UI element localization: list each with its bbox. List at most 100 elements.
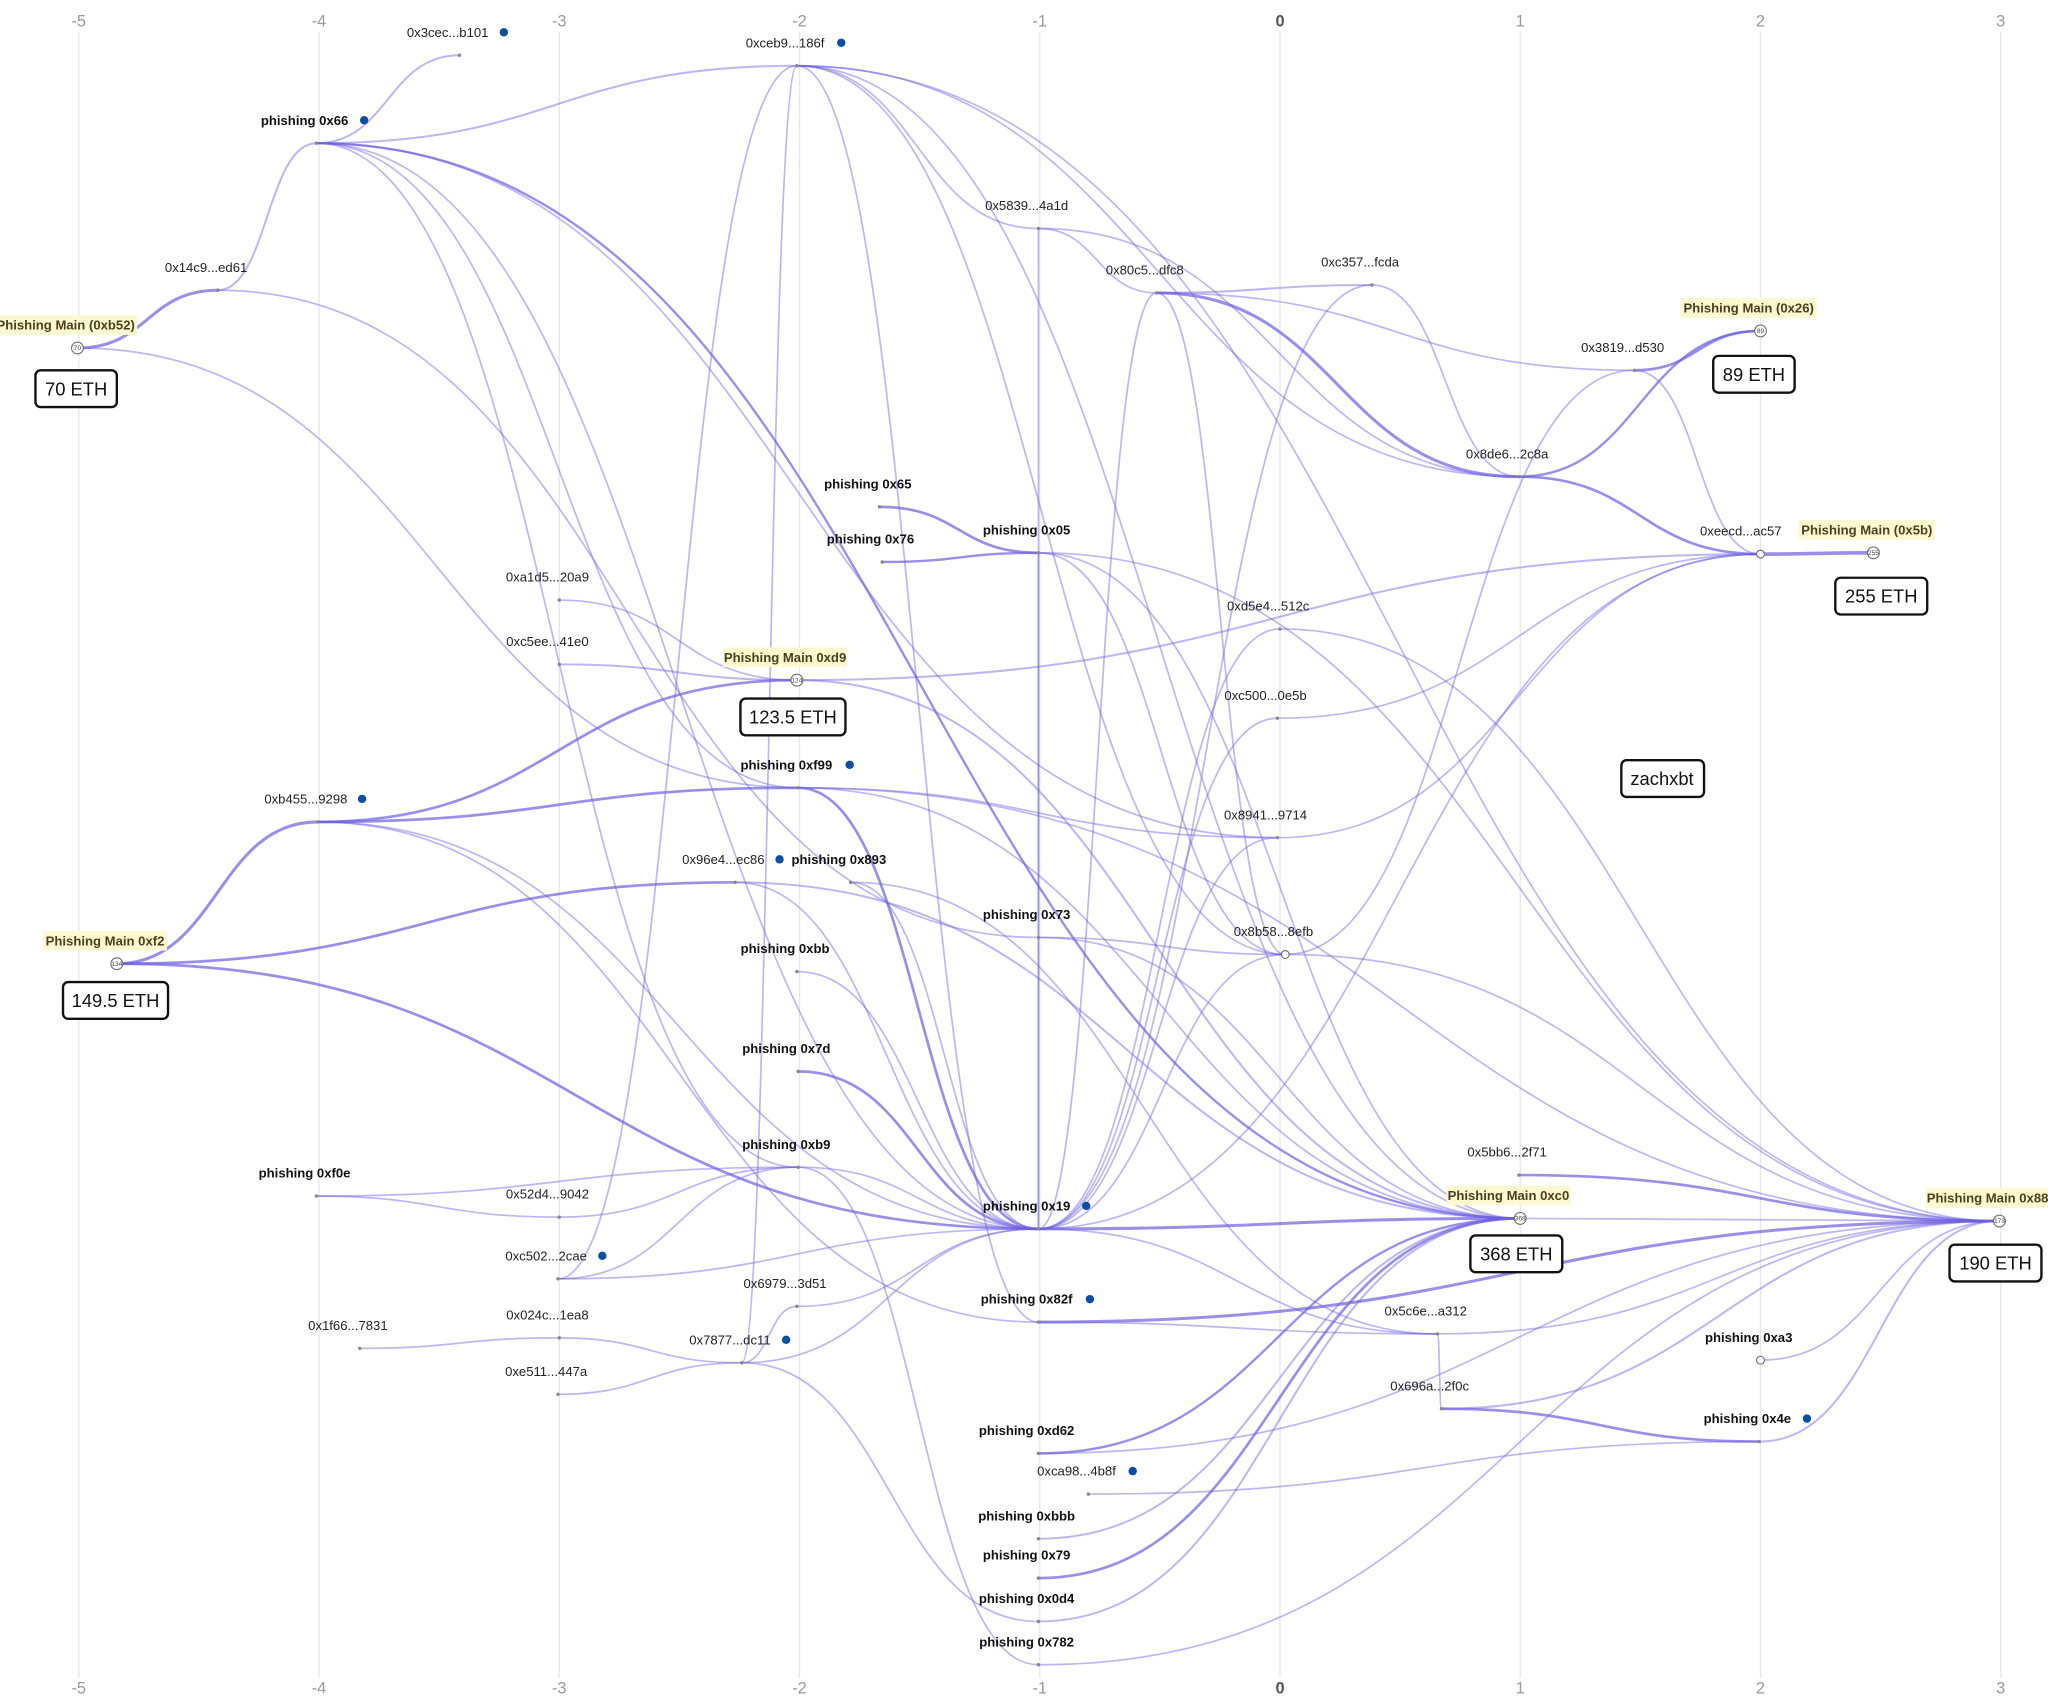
node-eecd[interactable]: 0xeecd...ac57 [1700, 524, 1782, 559]
node-dot[interactable] [1086, 1492, 1091, 1496]
node-19[interactable]: phishing 0x19 [983, 1199, 1091, 1231]
node-count-circle[interactable] [1513, 1211, 1527, 1225]
node-dot[interactable] [557, 598, 561, 602]
node-dot[interactable] [1278, 627, 1282, 631]
node-dot[interactable] [1632, 368, 1637, 373]
node-dot[interactable] [1275, 835, 1280, 840]
node-a3[interactable]: phishing 0xa3 [1705, 1330, 1792, 1365]
node-024c[interactable]: 0x024c...1ea8 [506, 1307, 589, 1340]
node-dot[interactable] [315, 820, 320, 824]
node-dot[interactable] [795, 1304, 799, 1309]
node-7d[interactable]: phishing 0x7d [742, 1041, 830, 1074]
node-d62[interactable]: phishing 0xd62 [979, 1423, 1074, 1456]
node-dot[interactable] [1370, 283, 1374, 287]
node-circle[interactable] [1280, 950, 1290, 959]
node-dot[interactable] [314, 1194, 319, 1198]
node-circle[interactable] [1756, 1355, 1765, 1365]
node-65[interactable]: phishing 0x65 [824, 476, 911, 509]
node-f0e[interactable]: phishing 0xf0e [259, 1166, 351, 1198]
node-7877[interactable]: 0x7877...dc11 [689, 1332, 791, 1365]
node-dot[interactable] [1036, 1451, 1041, 1456]
node-8de6[interactable]: 0x8de6...2c8a [1466, 446, 1549, 479]
node-bb[interactable]: phishing 0xbb [741, 941, 830, 974]
node-c357[interactable]: 0xc357...fcda [1321, 255, 1400, 287]
node-5bb6[interactable]: 0x5bb6...2f71 [1467, 1145, 1547, 1177]
node-b9[interactable]: phishing 0xb9 [742, 1137, 830, 1169]
node-dot[interactable] [733, 880, 737, 885]
node-dot[interactable] [1036, 1227, 1041, 1231]
node-dot[interactable] [740, 1361, 744, 1365]
node-d5e4[interactable]: 0xd5e4...512c [1227, 599, 1310, 631]
node-52d4[interactable]: 0x52d4...9042 [506, 1187, 589, 1219]
node-dot[interactable] [795, 969, 799, 974]
node-696a[interactable]: 0x696a...2f0c [1390, 1378, 1469, 1411]
node-dot[interactable] [1154, 291, 1159, 295]
node-dot[interactable] [556, 1392, 560, 1397]
node-e511[interactable]: 0xe511...447a [505, 1364, 588, 1397]
node-dot[interactable] [557, 1336, 561, 1340]
node-73[interactable]: phishing 0x73 [983, 907, 1070, 940]
node-80c5[interactable]: 0x80c5...dfc8 [1106, 262, 1184, 295]
node-893[interactable]: phishing 0x893 [792, 852, 887, 885]
node-8b58[interactable]: 0x8b58...8efb [1234, 924, 1313, 959]
node-dot[interactable] [880, 560, 884, 564]
node-4e[interactable]: phishing 0x4e [1704, 1411, 1812, 1444]
node-dot[interactable] [556, 1277, 560, 1281]
node-782[interactable]: phishing 0x782 [979, 1634, 1074, 1667]
node-5839[interactable]: 0x5839...4a1d [985, 198, 1068, 231]
node-dot[interactable] [1036, 1320, 1041, 1324]
node-3cec[interactable]: 0x3cec...b101 [407, 25, 509, 57]
node-dot[interactable] [796, 786, 800, 790]
node-count-circle[interactable] [1866, 546, 1880, 560]
node-dot[interactable] [849, 880, 853, 885]
node-ca98[interactable]: 0xca98...4b8f [1037, 1464, 1137, 1496]
node-dot[interactable] [1036, 551, 1041, 555]
node-count-circle[interactable] [790, 673, 804, 687]
node-dot[interactable] [1757, 1439, 1761, 1444]
node-dot[interactable] [796, 1165, 800, 1169]
node-0d4[interactable]: phishing 0x0d4 [979, 1591, 1075, 1624]
node-dot[interactable] [557, 1215, 561, 1219]
node-dot[interactable] [1036, 1619, 1041, 1624]
node-76[interactable]: phishing 0x76 [827, 532, 914, 564]
node-05[interactable]: phishing 0x05 [983, 522, 1070, 555]
node-6979[interactable]: 0x6979...3d51 [744, 1276, 827, 1309]
node-82f[interactable]: phishing 0x82f [981, 1292, 1095, 1324]
node-dot[interactable] [216, 288, 220, 292]
node-count-circle[interactable] [110, 957, 124, 971]
node-dot[interactable] [1036, 935, 1041, 940]
node-dot[interactable] [1275, 716, 1280, 720]
node-dot[interactable] [796, 1069, 800, 1074]
node-count-circle[interactable] [1754, 324, 1767, 338]
node-c502[interactable]: 0xc502...2cae [505, 1248, 607, 1281]
node-dot[interactable] [1036, 1576, 1041, 1580]
node-count-circle[interactable] [71, 341, 84, 355]
node-dot[interactable] [358, 1346, 362, 1351]
node-c5ee[interactable]: 0xc5ee...41e0 [506, 634, 589, 667]
node-circle[interactable] [1756, 549, 1765, 559]
node-c500[interactable]: 0xc500...0e5b [1224, 688, 1307, 720]
node-dot[interactable] [1435, 1332, 1440, 1336]
node-dot[interactable] [1036, 226, 1041, 231]
node-dot[interactable] [877, 505, 882, 509]
node-a1d5[interactable]: 0xa1d5...20a9 [506, 570, 589, 602]
node-f99[interactable]: phishing 0xf99 [740, 757, 854, 790]
node-dot[interactable] [1517, 474, 1521, 479]
node-b455[interactable]: 0xb455...9298 [264, 792, 367, 824]
node-dot[interactable] [1439, 1407, 1444, 1411]
node-dot[interactable] [795, 64, 799, 68]
node-66[interactable]: phishing 0x66 [261, 113, 369, 145]
node-dot[interactable] [1517, 1173, 1521, 1177]
node-dot[interactable] [457, 53, 462, 57]
node-79[interactable]: phishing 0x79 [983, 1548, 1070, 1580]
node-96e4[interactable]: 0x96e4...ec86 [682, 852, 784, 885]
node-count-circle[interactable] [1992, 1214, 2006, 1228]
node-5c6e[interactable]: 0x5c6e...a312 [1385, 1304, 1467, 1336]
node-3819[interactable]: 0x3819...d530 [1581, 340, 1664, 373]
node-1f66[interactable]: 0x1f66...7831 [308, 1318, 388, 1351]
